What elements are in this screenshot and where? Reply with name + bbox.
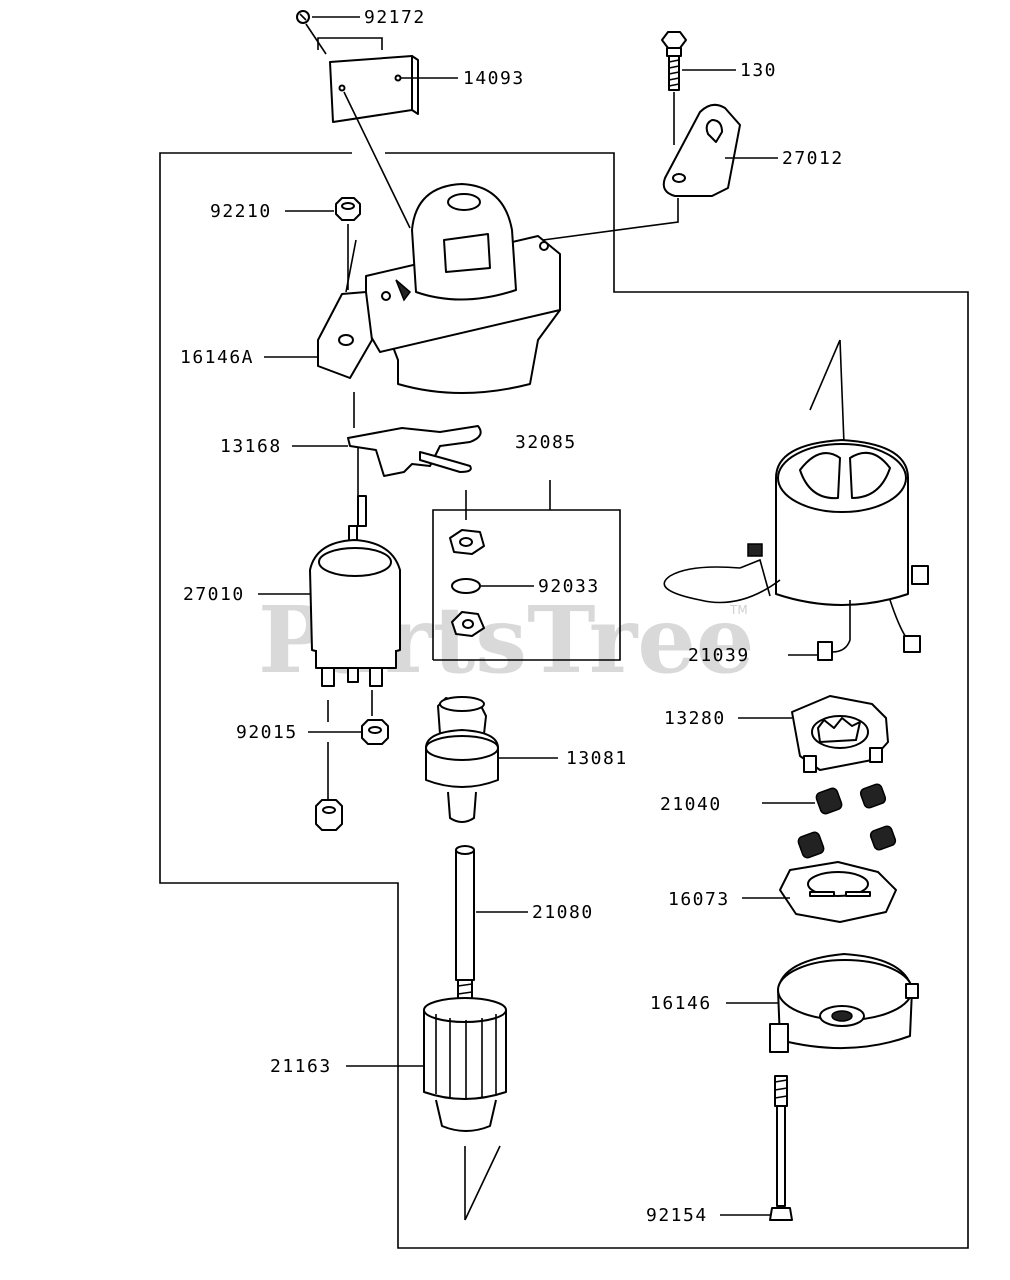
callout-13081[interactable]: 13081 <box>566 748 628 769</box>
part-16146-rear-cover[interactable] <box>726 953 919 1053</box>
callout-21163[interactable]: 21163 <box>270 1056 332 1077</box>
part-27010-solenoid[interactable] <box>258 495 401 687</box>
part-92015-nuts[interactable] <box>308 690 389 831</box>
callout-27012[interactable]: 27012 <box>782 148 844 169</box>
callout-92172[interactable]: 92172 <box>364 7 426 28</box>
callout-13168[interactable]: 13168 <box>220 436 282 457</box>
part-130-bolt[interactable] <box>661 31 736 145</box>
part-16073-plate[interactable] <box>742 861 897 923</box>
callout-16146A[interactable]: 16146A <box>180 347 254 368</box>
callout-21039[interactable]: 21039 <box>688 645 750 666</box>
watermark-trademark: TM <box>729 603 748 617</box>
callout-32085[interactable]: 32085 <box>515 432 577 453</box>
part-21163-armature[interactable] <box>346 845 528 1221</box>
callout-21080[interactable]: 21080 <box>532 902 594 923</box>
part-32085-kit-group[interactable] <box>432 480 621 661</box>
callout-130[interactable]: 130 <box>740 60 777 81</box>
callout-16146[interactable]: 16146 <box>650 993 712 1014</box>
callout-21040[interactable]: 21040 <box>660 794 722 815</box>
callout-92015[interactable]: 92015 <box>236 722 298 743</box>
callout-13280[interactable]: 13280 <box>664 708 726 729</box>
part-21040-springs[interactable] <box>762 783 897 859</box>
callout-16073[interactable]: 16073 <box>668 889 730 910</box>
part-21039-yoke[interactable] <box>663 339 929 661</box>
callout-92154[interactable]: 92154 <box>646 1205 708 1226</box>
part-14093-plate[interactable] <box>317 37 458 229</box>
part-92172-screw[interactable] <box>296 10 360 55</box>
callout-92033[interactable]: 92033 <box>538 576 600 597</box>
part-13280-brush-holder[interactable] <box>738 695 889 773</box>
part-92154-through-bolt[interactable] <box>720 1075 793 1221</box>
callout-14093[interactable]: 14093 <box>463 68 525 89</box>
part-27012-bracket[interactable] <box>542 103 778 241</box>
callout-92210[interactable]: 92210 <box>210 201 272 222</box>
assembly-boundary <box>159 152 969 1249</box>
part-13168-lever[interactable] <box>292 392 482 500</box>
part-16146A-front-housing[interactable] <box>264 183 561 394</box>
part-13081-pinion-clutch[interactable] <box>425 696 558 823</box>
callout-27010[interactable]: 27010 <box>183 584 245 605</box>
